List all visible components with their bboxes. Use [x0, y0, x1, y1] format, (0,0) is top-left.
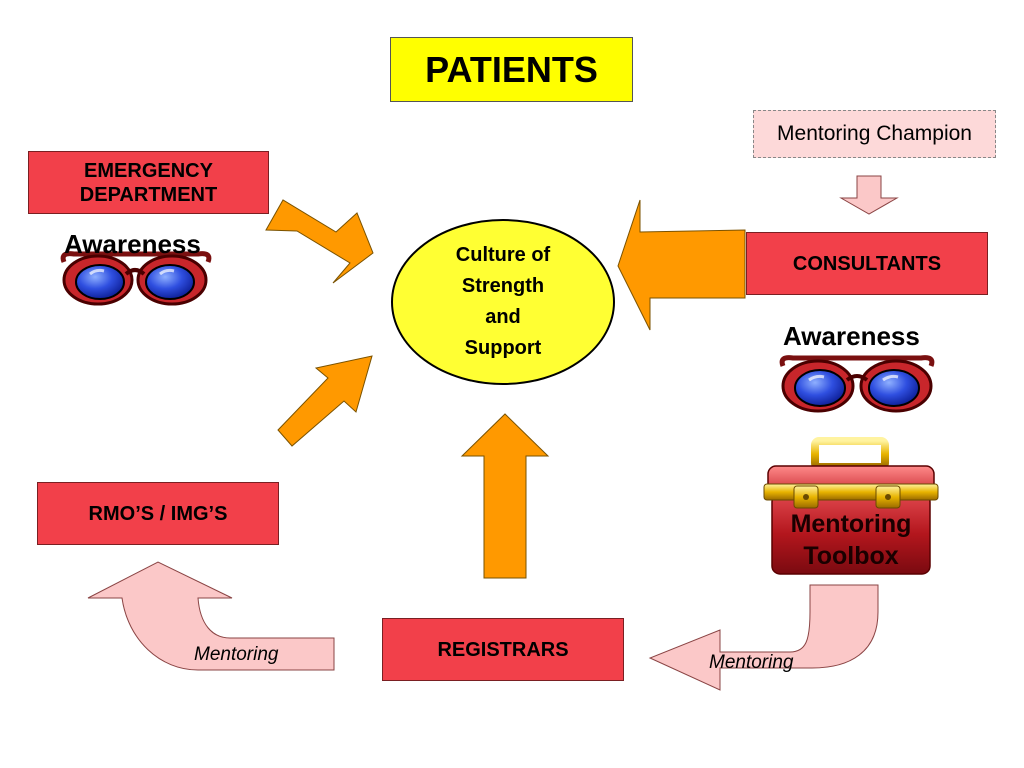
toolbox-text: Mentoring Toolbox — [763, 508, 939, 572]
toolbox-line-2: Toolbox — [803, 542, 899, 570]
mentoring-label-left: Mentoring — [194, 644, 279, 665]
center-line-2: Strength — [461, 275, 545, 297]
rmos-imgs-label: RMO’S / IMG’S — [88, 502, 228, 525]
mentoring-champion-text: Mentoring Champion — [777, 122, 972, 145]
registrars-box: REGISTRARS — [382, 618, 624, 681]
emergency-department-box: EMERGENCY DEPARTMENT — [28, 151, 269, 214]
awareness-label-left: Awareness — [64, 229, 201, 259]
registrars-label: REGISTRARS — [437, 638, 569, 661]
rmos-imgs-box: RMO’S / IMG’S — [37, 482, 279, 545]
sunglasses-icon — [60, 251, 212, 306]
emergency-line-2: DEPARTMENT — [79, 183, 218, 206]
arrow-consultants-to-center — [617, 199, 746, 331]
mentoring-arrow-right — [648, 584, 879, 691]
center-text: Culture of Strength and Support — [393, 222, 613, 382]
center-line-4: Support — [464, 337, 542, 359]
arrow-champion-to-consultants — [839, 175, 899, 215]
patients-title: PATIENTS — [390, 37, 633, 102]
consultants-label: CONSULTANTS — [792, 252, 942, 275]
arrow-emergency-to-center — [265, 199, 374, 284]
toolbox-icon — [763, 437, 939, 575]
mentoring-champion-box: Mentoring Champion — [753, 110, 996, 158]
awareness-label-right: Awareness — [783, 321, 920, 351]
mentoring-arrow-left — [87, 561, 335, 671]
toolbox-line-1: Mentoring — [790, 510, 912, 538]
center-ellipse — [391, 219, 615, 385]
emergency-line-1: EMERGENCY — [84, 159, 213, 182]
arrow-rmos-to-center — [277, 355, 373, 447]
patients-title-text: PATIENTS — [425, 48, 598, 90]
sunglasses-icon — [779, 355, 935, 413]
center-line-3: and — [485, 306, 521, 328]
arrow-registrars-to-center — [460, 413, 550, 579]
consultants-box: CONSULTANTS — [746, 232, 988, 295]
mentoring-label-right: Mentoring — [709, 652, 794, 673]
center-line-1: Culture of — [455, 244, 551, 266]
